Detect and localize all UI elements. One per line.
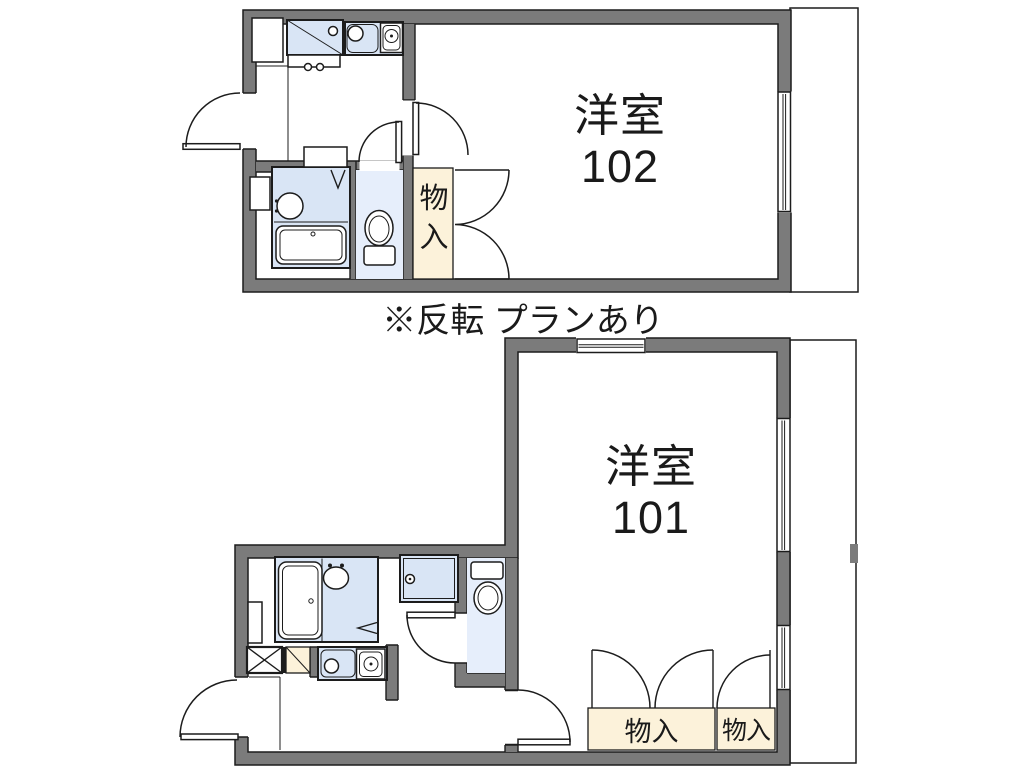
unit-101-partitions <box>309 558 519 752</box>
room-101-name: 洋室 <box>604 441 697 492</box>
entry-step-lines-101 <box>249 676 281 750</box>
entrance-doorway-101 <box>233 676 250 738</box>
closet-102-label: 物入 <box>419 183 449 255</box>
meter-box-102 <box>249 176 271 211</box>
entrance-door-101 <box>179 679 239 741</box>
closet-101-small <box>716 707 776 751</box>
bathroom-101 <box>274 556 379 643</box>
pipe-space-101 <box>247 601 263 644</box>
bathroom-102 <box>271 146 351 269</box>
room-102-number: 102 <box>580 141 660 193</box>
bathtub-102 <box>275 225 347 265</box>
closet-101-large <box>587 707 716 751</box>
reverse-plan-note: ※反転 プランあり <box>382 302 664 340</box>
room-door-102 <box>402 100 469 156</box>
closet-doors-102 <box>454 169 510 280</box>
unit-102 <box>182 7 859 293</box>
balcony-102 <box>789 7 859 293</box>
kitchen-102 <box>344 21 404 56</box>
room-101-label: 洋室 101 <box>581 441 721 544</box>
room-101-number: 101 <box>611 492 691 544</box>
entry-cabinet-102 <box>251 17 284 63</box>
unit-101 <box>179 336 858 766</box>
toilet-tank-102 <box>363 245 396 266</box>
stove-102 <box>379 22 404 54</box>
closet-101-large-label: 物入 <box>624 716 679 747</box>
toilet-door-102 <box>358 120 403 171</box>
room-door-101 <box>504 689 571 746</box>
kitchen-sink-101 <box>323 658 340 674</box>
closet-102 <box>412 167 454 280</box>
window-102-east <box>776 91 792 213</box>
bathtub-101 <box>277 561 323 640</box>
toilet-door-101 <box>406 611 456 664</box>
toilet-tank-101 <box>470 561 504 580</box>
kitchen-sink-basin-101 <box>320 649 356 678</box>
room-102-label: 洋室 102 <box>550 90 690 193</box>
bath-door-fold-mark-101 <box>355 621 378 635</box>
window-101-north <box>576 336 646 354</box>
bath-sink-102 <box>276 192 304 220</box>
window-101-east-large <box>775 417 792 553</box>
toilet-room-101 <box>467 558 505 673</box>
window-101-east-small <box>775 624 792 691</box>
bath-door-fold-mark-102 <box>330 169 346 190</box>
kitchen-101 <box>317 646 388 681</box>
closet-doors-101 <box>591 649 771 709</box>
kitchen-sink-102 <box>347 25 364 42</box>
bathroom-door-panel-102 <box>303 146 348 168</box>
room-102-name: 洋室 <box>573 90 666 141</box>
entry-step-lines-102 <box>256 65 289 161</box>
washer-space-102 <box>286 19 344 72</box>
closet-101-small-label: 物入 <box>721 717 771 745</box>
entrance-door-102 <box>182 92 241 151</box>
balcony-divider <box>850 544 858 563</box>
washer-space-101 <box>399 554 459 603</box>
entrance-doorway-102 <box>241 92 258 150</box>
toilet-room-102 <box>356 170 403 279</box>
kitchen-sink-basin-102 <box>346 24 379 53</box>
balcony-101 <box>789 339 857 764</box>
shoe-box-101 <box>245 645 286 675</box>
entry-storage-101 <box>285 646 311 674</box>
bath-sink-101 <box>322 566 350 590</box>
